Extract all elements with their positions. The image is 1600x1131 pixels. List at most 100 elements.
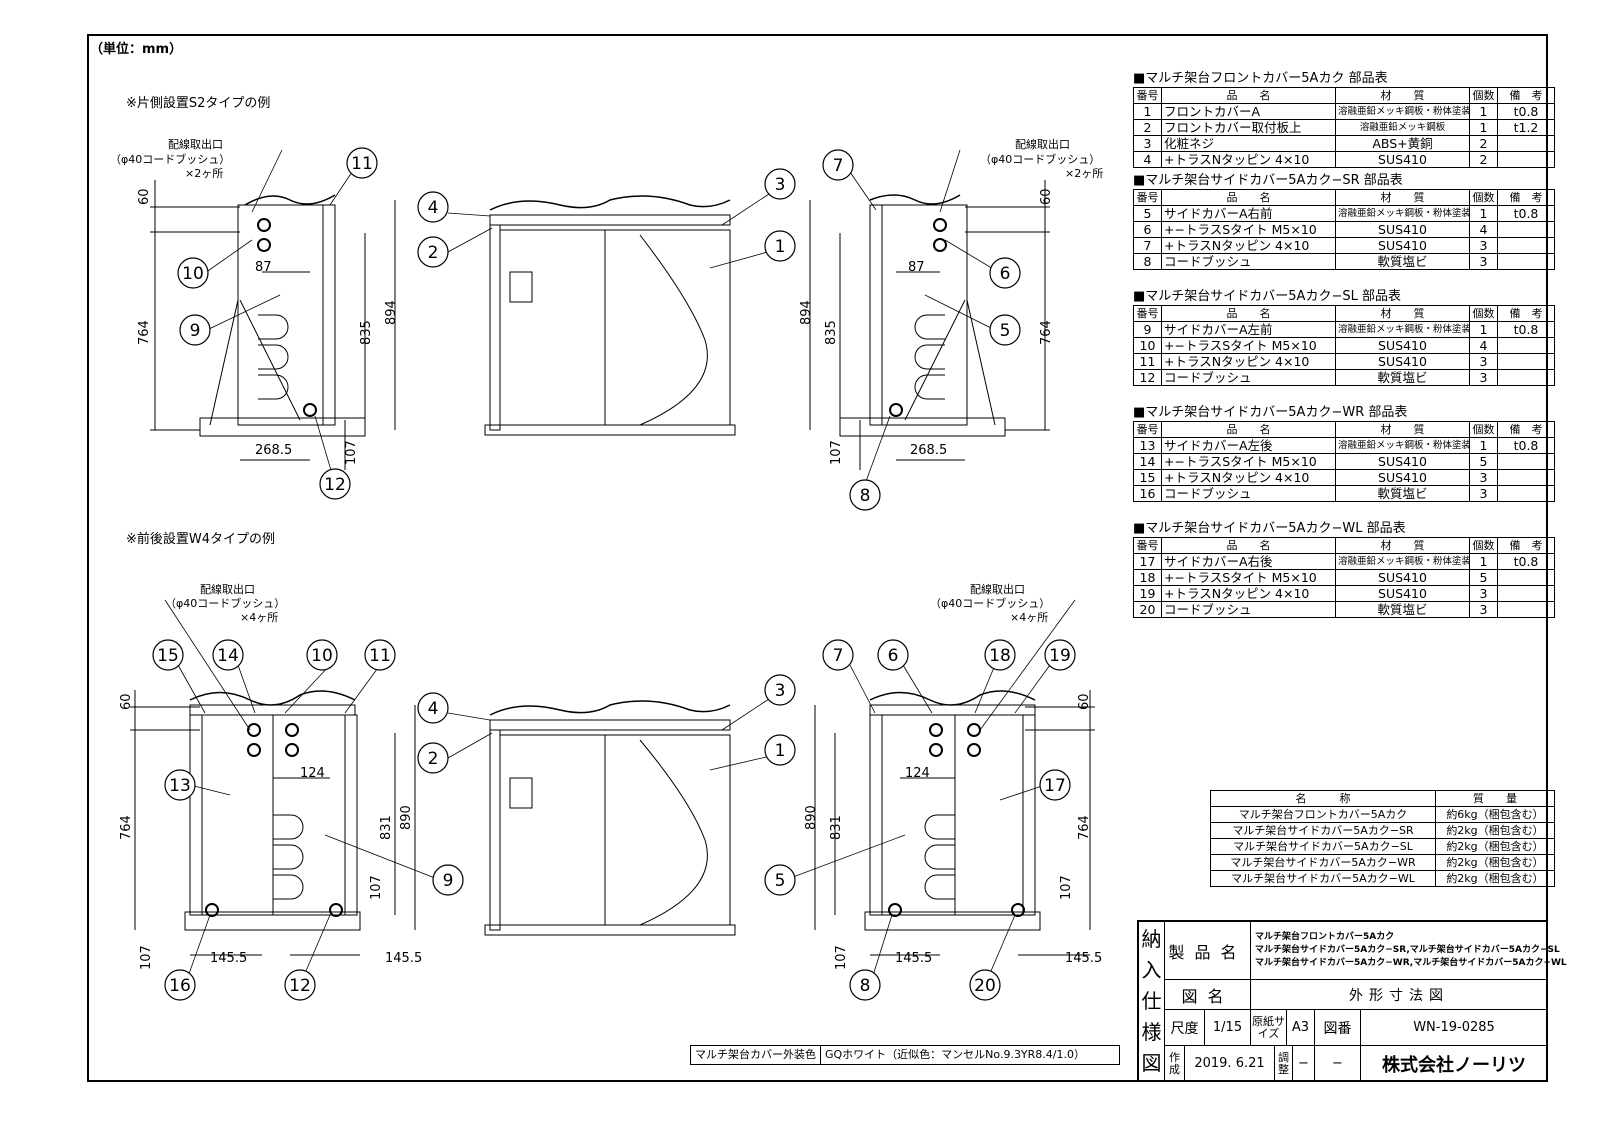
weight-cell: 約2kg（梱包含む） <box>1435 838 1555 855</box>
count-label-c: ×4ヶ所 <box>240 611 278 624</box>
parts-cell: +トラスNタッピン 4×10 <box>1161 469 1336 486</box>
parts-cell: 溶融亜鉛メッキ鋼板・粉体塗装 <box>1335 437 1470 454</box>
s2-left-side-view <box>150 180 396 470</box>
section-w4-label: ※前後設置W4タイプの例 <box>126 532 276 547</box>
svg-text:10: 10 <box>311 646 333 666</box>
svg-text:12: 12 <box>324 475 346 495</box>
parts-cell: 16 <box>1133 485 1162 502</box>
svg-text:11: 11 <box>351 154 373 174</box>
parts-cell: 4 <box>1133 151 1162 168</box>
balloon-8: 8 <box>849 969 881 1001</box>
svg-text:9: 9 <box>190 321 201 341</box>
balloon-4: 4 <box>417 191 449 223</box>
dim-894-a: 894 <box>384 300 399 325</box>
parts-cell: +−トラスSタイト M5×10 <box>1161 453 1336 470</box>
dim-268-b: 268.5 <box>910 443 947 458</box>
dim-764-d: 764 <box>1077 815 1092 840</box>
side-label-char: 仕 <box>1141 989 1162 1013</box>
svg-text:18: 18 <box>989 646 1011 666</box>
drawing-number: WN-19-0285 <box>1361 1010 1548 1046</box>
count-label-a: ×2ヶ所 <box>185 167 223 180</box>
parts-header-cell: 品 名 <box>1161 421 1336 438</box>
parts-cell: 軟質塩ビ <box>1335 601 1470 618</box>
parts-header-cell: 番号 <box>1133 305 1162 322</box>
svg-text:17: 17 <box>1044 776 1066 796</box>
balloon-18: 18 <box>984 639 1016 671</box>
parts-header-cell: 備 考 <box>1497 305 1555 322</box>
dim-60-d: 60 <box>1077 693 1092 710</box>
balloon-4: 4 <box>417 692 449 724</box>
scale-value: 1/15 <box>1205 1010 1251 1046</box>
parts-cell: 3 <box>1469 353 1498 370</box>
parts-cell: +トラスNタッピン 4×10 <box>1161 353 1336 370</box>
svg-text:9: 9 <box>443 871 454 891</box>
parts-cell: 1 <box>1469 321 1498 338</box>
company-name: 株式会社ノーリツ <box>1361 1046 1548 1082</box>
balloon-1: 1 <box>764 734 796 766</box>
parts-cell: 溶融亜鉛メッキ鋼板・粉体塗装 <box>1335 321 1470 338</box>
weight-cell: マルチ架台フロントカバー5Aカク <box>1210 806 1436 823</box>
bush-label-c: （φ40コードブッシュ） <box>165 596 285 610</box>
parts-cell <box>1497 253 1555 270</box>
parts-header-cell: 備 考 <box>1497 421 1555 438</box>
balloon-12: 12 <box>284 969 316 1001</box>
s2-right-side-view <box>809 180 1050 470</box>
parts-header-cell: 個数 <box>1469 87 1498 104</box>
weight-cell: マルチ架台サイドカバー5Aカク−SR <box>1210 822 1436 839</box>
balloon-12: 12 <box>319 468 351 500</box>
dim-831-b: 831 <box>829 815 844 840</box>
svg-text:4: 4 <box>428 699 439 719</box>
parts-cell: 3 <box>1469 369 1498 386</box>
svg-text:5: 5 <box>1000 321 1011 341</box>
parts-header-cell: 番号 <box>1133 189 1162 206</box>
parts-cell: 3 <box>1469 469 1498 486</box>
balloon-5: 5 <box>764 864 796 896</box>
outlet-label-c: 配線取出口 <box>200 582 255 596</box>
parts-header-cell: 備 考 <box>1497 189 1555 206</box>
adjust-value: − <box>1293 1046 1315 1082</box>
parts-cell: 4 <box>1469 221 1498 238</box>
parts-cell: 3 <box>1469 585 1498 602</box>
parts-cell: 1 <box>1133 103 1162 120</box>
dim-764-c: 764 <box>119 815 134 840</box>
count-label-b: ×2ヶ所 <box>1065 167 1103 180</box>
weight-cell: マルチ架台サイドカバー5Aカク−SL <box>1210 838 1436 855</box>
count-label-d: ×4ヶ所 <box>1010 611 1048 624</box>
parts-cell: SUS410 <box>1335 585 1470 602</box>
dim-107-c: 107 <box>369 875 384 900</box>
bush-label-d: （φ40コードブッシュ） <box>930 596 1050 610</box>
exterior-color-note: マルチ架台カバー外装色 GQホワイト（近似色：マンセルNo.9.3YR8.4/1… <box>690 1045 1120 1065</box>
dim-764-b: 764 <box>1039 320 1054 345</box>
parts-cell: 4 <box>1469 337 1498 354</box>
side-label-char: 様 <box>1141 1020 1162 1044</box>
dim-124-b: 124 <box>905 766 930 781</box>
balloon-9: 9 <box>179 314 211 346</box>
parts-cell: コードブッシュ <box>1161 601 1336 618</box>
parts-cell: 12 <box>1133 369 1162 386</box>
svg-text:10: 10 <box>182 264 204 284</box>
parts-header-cell: 個数 <box>1469 421 1498 438</box>
parts-table-title: ■マルチ架台サイドカバー5Aカク−WR 部品表 <box>1133 405 1408 420</box>
svg-text:7: 7 <box>833 646 844 666</box>
parts-header-cell: 番号 <box>1133 537 1162 554</box>
svg-text:8: 8 <box>860 976 871 996</box>
parts-cell: 13 <box>1133 437 1162 454</box>
parts-cell: t0.8 <box>1497 553 1555 570</box>
balloon-11: 11 <box>364 639 396 671</box>
parts-cell <box>1497 569 1555 586</box>
svg-text:2: 2 <box>428 749 439 769</box>
parts-cell <box>1497 585 1555 602</box>
parts-cell: 2 <box>1469 151 1498 168</box>
parts-cell <box>1497 353 1555 370</box>
parts-cell: 溶融亜鉛メッキ鋼板・粉体塗装 <box>1335 553 1470 570</box>
parts-cell: 5 <box>1469 453 1498 470</box>
